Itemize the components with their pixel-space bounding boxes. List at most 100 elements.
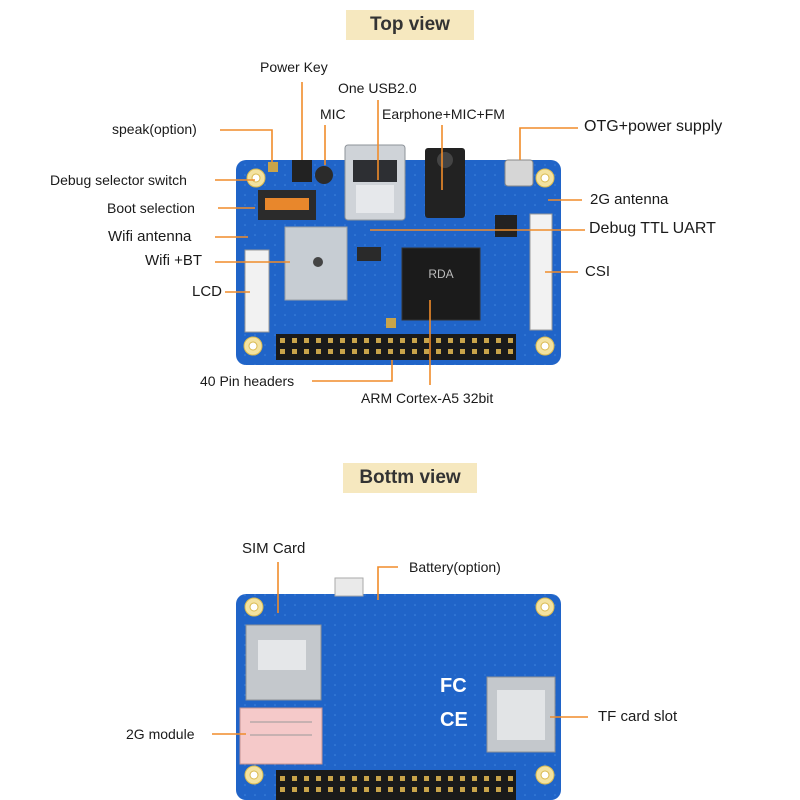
arm-soc-chip: RDA: [401, 247, 481, 321]
header-pin: [484, 776, 489, 781]
label-otg: OTG+power supply: [584, 118, 723, 135]
header-pin: [484, 338, 489, 343]
header-pin: [340, 349, 345, 354]
header-pin: [472, 349, 477, 354]
header-pin: [400, 338, 405, 343]
header-pin: [352, 776, 357, 781]
header-pin: [292, 349, 297, 354]
header-pin: [508, 787, 513, 792]
header-pin: [352, 338, 357, 343]
header-pin: [292, 776, 297, 781]
label-pin-headers: 40 Pin headers: [200, 373, 295, 389]
header-pin: [496, 349, 501, 354]
header-pin: [412, 776, 417, 781]
top-board: RDA: [236, 144, 561, 365]
header-pin: [424, 349, 429, 354]
pin-header-40: [276, 334, 516, 360]
bottom-view-title: Bottm view: [343, 463, 477, 493]
header-pin: [484, 349, 489, 354]
header-pin: [388, 338, 393, 343]
header-pin: [316, 787, 321, 792]
header-pin: [328, 349, 333, 354]
pin-header-pins-bottom: [280, 776, 513, 792]
bottom-board: FC CE: [236, 577, 561, 800]
header-pin: [364, 338, 369, 343]
header-pin: [460, 338, 465, 343]
header-pin: [328, 338, 333, 343]
header-pin: [412, 338, 417, 343]
header-pin: [304, 338, 309, 343]
wifi-bt-module: [284, 226, 348, 301]
header-pin: [340, 776, 345, 781]
ce-mark: CE: [440, 709, 468, 731]
header-pin: [436, 338, 441, 343]
header-pin: [316, 338, 321, 343]
header-pin: [376, 338, 381, 343]
label-arm: ARM Cortex-A5 32bit: [361, 390, 494, 406]
header-pin: [508, 338, 513, 343]
speak-pad: [268, 162, 278, 172]
label-2g-module: 2G module: [126, 726, 195, 742]
header-pin: [436, 776, 441, 781]
header-pin: [292, 787, 297, 792]
header-pin: [424, 338, 429, 343]
pin-header-40-bottom: [276, 770, 516, 800]
header-pin: [448, 349, 453, 354]
header-pin: [460, 776, 465, 781]
label-mic: MIC: [320, 106, 346, 122]
header-pin: [352, 349, 357, 354]
mounting-holes: [243, 168, 555, 356]
leader-lines: [212, 82, 588, 735]
label-2g-antenna: 2G antenna: [590, 191, 669, 208]
label-boot-selection: Boot selection: [107, 200, 195, 216]
label-usb: One USB2.0: [338, 80, 417, 96]
header-pin: [364, 787, 369, 792]
header-pin: [376, 349, 381, 354]
label-csi: CSI: [585, 263, 611, 280]
label-debug-selector: Debug selector switch: [50, 172, 187, 188]
header-pin: [400, 349, 405, 354]
header-pin: [400, 776, 405, 781]
header-pin: [340, 338, 345, 343]
debug-selector-switch: [258, 190, 316, 220]
header-pin: [364, 349, 369, 354]
header-pin: [448, 776, 453, 781]
header-pin: [400, 787, 405, 792]
header-pin: [376, 787, 381, 792]
label-sim-card: SIM Card: [242, 540, 306, 557]
label-power-key: Power Key: [260, 59, 328, 75]
battery-connector: [334, 577, 364, 597]
header-pin: [376, 776, 381, 781]
header-pin: [292, 338, 297, 343]
header-pin: [304, 787, 309, 792]
usb-port: [344, 144, 406, 221]
pin-header-pins: [280, 338, 513, 354]
fc-mark: FC: [440, 675, 467, 697]
header-pin: [424, 776, 429, 781]
header-pin: [388, 787, 393, 792]
header-pin: [280, 349, 285, 354]
header-pin: [280, 776, 285, 781]
header-pin: [364, 776, 369, 781]
header-pin: [304, 349, 309, 354]
header-pin: [280, 787, 285, 792]
header-pin: [412, 787, 417, 792]
header-pin: [472, 776, 477, 781]
otg-port: [504, 159, 534, 187]
header-pin: [388, 776, 393, 781]
top-view-title: Top view: [346, 10, 474, 40]
header-pin: [316, 349, 321, 354]
header-pin: [496, 776, 501, 781]
label-speak: speak(option): [112, 121, 197, 137]
label-battery: Battery(option): [409, 559, 501, 575]
inductor: [495, 215, 517, 237]
header-pin: [496, 338, 501, 343]
header-pin: [304, 776, 309, 781]
mic-component: [315, 166, 333, 184]
header-pin: [340, 787, 345, 792]
label-tf-card: TF card slot: [598, 708, 678, 725]
header-pin: [352, 787, 357, 792]
header-pin: [448, 787, 453, 792]
header-pin: [328, 787, 333, 792]
